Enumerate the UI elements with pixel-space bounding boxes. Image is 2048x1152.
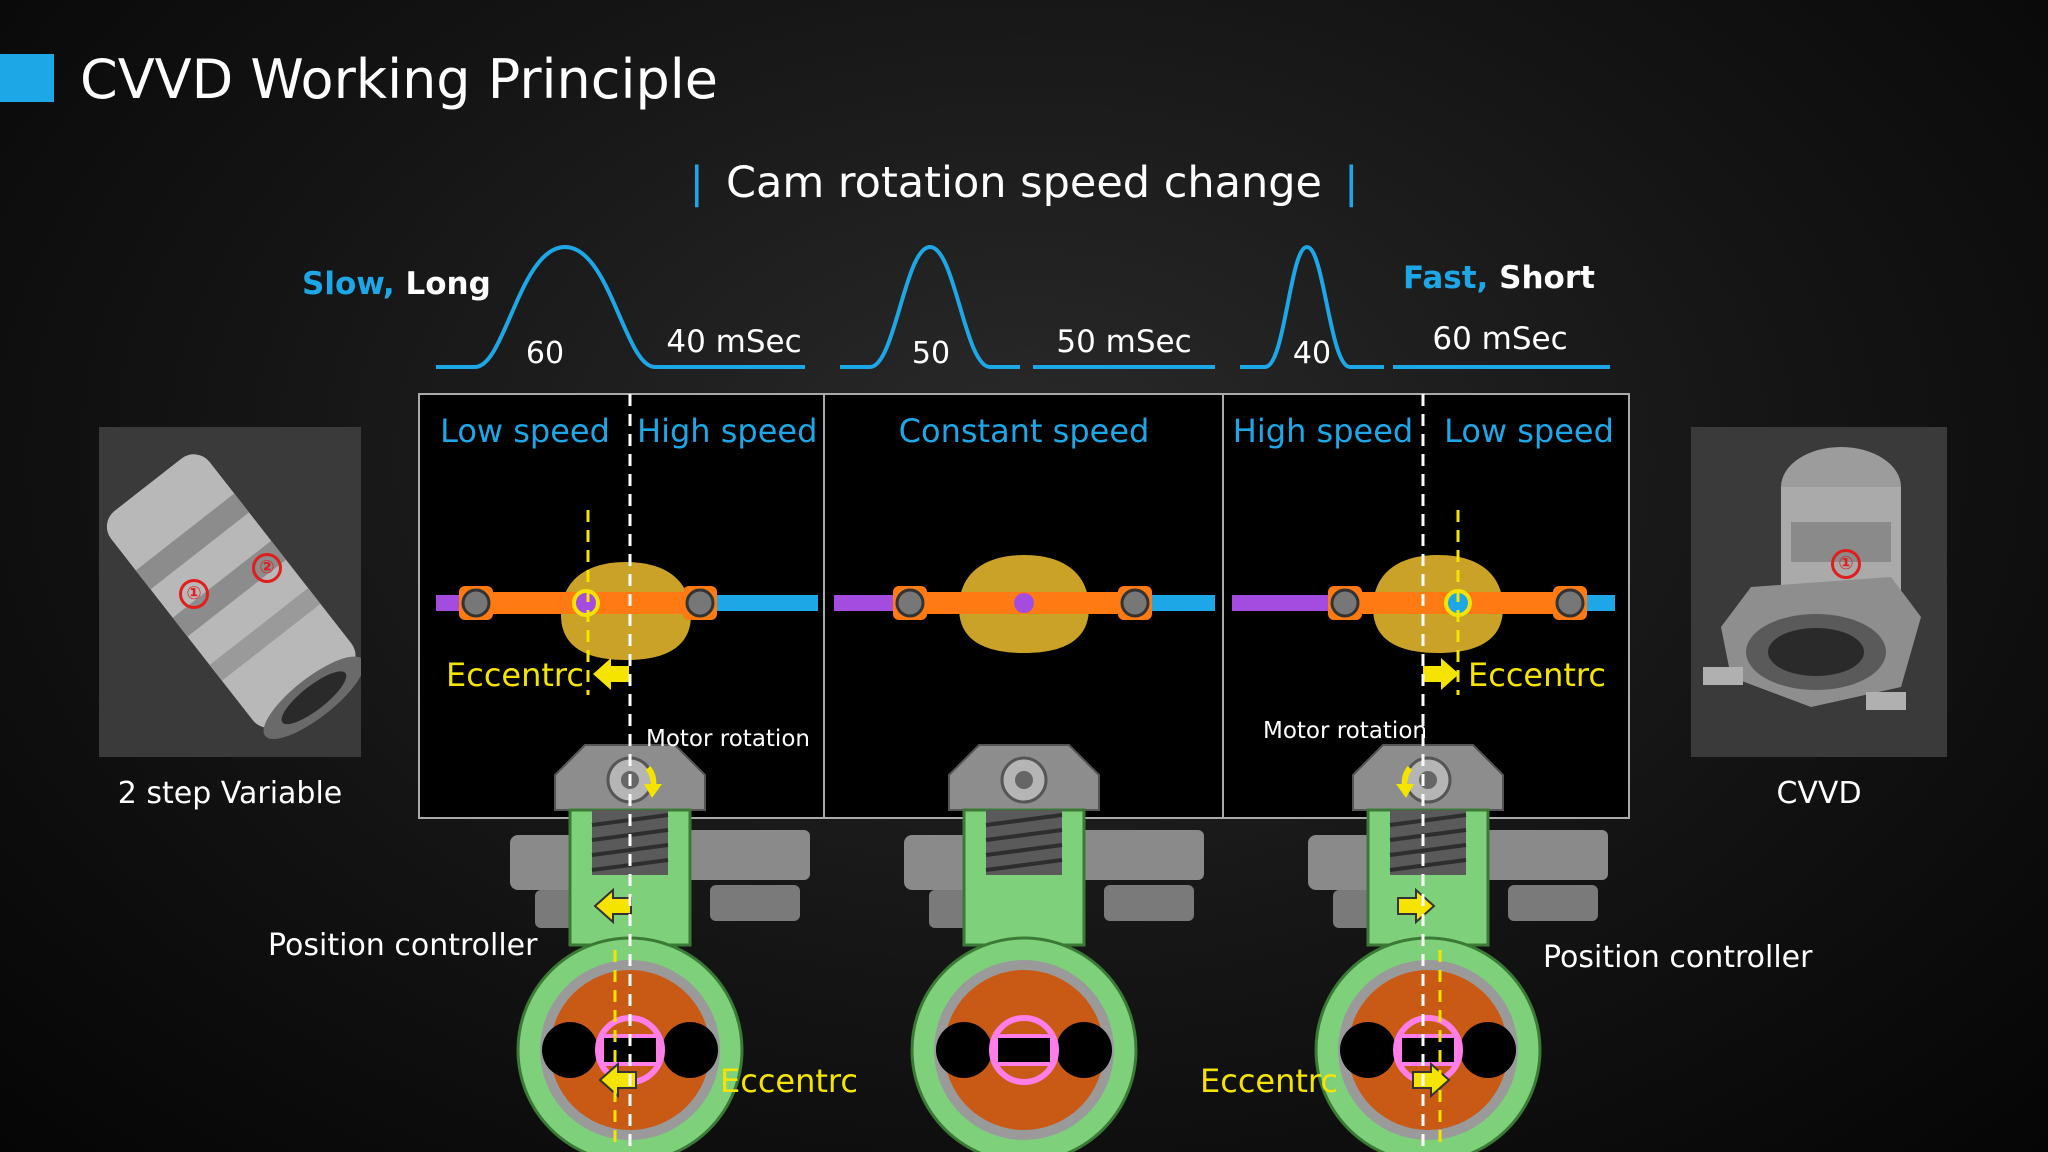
position-controller-label-right: Position controller bbox=[1543, 940, 1813, 975]
duration-label-2: 50 mSec bbox=[1056, 324, 1192, 360]
page-title: CVVD Working Principle bbox=[80, 48, 718, 111]
title-accent-square bbox=[0, 54, 54, 102]
subtitle-bar-left: | bbox=[689, 158, 704, 208]
speed-tag-left-speed: Slow, bbox=[302, 266, 395, 302]
pivot-icon bbox=[1326, 584, 1364, 622]
pivot-icon bbox=[891, 584, 929, 622]
speed-tag-left-length: Long bbox=[405, 266, 491, 302]
curve-value-2: 50 bbox=[911, 336, 951, 371]
panel-1-right-label: High speed bbox=[637, 412, 818, 450]
pivot-icon bbox=[457, 584, 495, 622]
pivot-icon bbox=[1116, 584, 1154, 622]
part-badge-1: ① bbox=[179, 579, 209, 609]
panel-2-mechanism bbox=[834, 555, 1215, 653]
eccentric-point bbox=[572, 589, 600, 617]
speed-tag-right: Fast, Short bbox=[1403, 260, 1595, 296]
part-badge-1-cvvd: ① bbox=[1831, 549, 1861, 579]
subtitle-text: Cam rotation speed change bbox=[725, 158, 1323, 208]
eccentric-label-panel-3: Eccentrc bbox=[1468, 656, 1606, 694]
cam-profile-curve-1 bbox=[436, 244, 672, 369]
motor-rotation-label-left: Motor rotation bbox=[646, 726, 810, 752]
speed-tag-right-length: Short bbox=[1499, 260, 1595, 296]
cam-profile-curve-3 bbox=[1240, 244, 1384, 369]
eccentric-label-bottom-right: Eccentrc bbox=[1200, 1062, 1338, 1100]
rotor-details bbox=[542, 1015, 1516, 1085]
two-step-variable-photo: ① ② bbox=[99, 427, 361, 757]
panel-3-mechanism bbox=[1232, 510, 1615, 695]
pivot-icon bbox=[1551, 584, 1589, 622]
panel-1-left-label: Low speed bbox=[440, 412, 610, 450]
motor-rotation-label-right: Motor rotation bbox=[1263, 718, 1427, 744]
panel-3-right-label: Low speed bbox=[1444, 412, 1614, 450]
subtitle: | Cam rotation speed change | bbox=[0, 158, 2048, 208]
curve-value-1: 60 bbox=[525, 336, 565, 371]
position-controller-label-left: Position controller bbox=[268, 928, 538, 963]
eccentric-point bbox=[1014, 593, 1034, 613]
eccentric-label-panel-1: Eccentrc bbox=[446, 656, 584, 694]
subtitle-bar-right: | bbox=[1344, 158, 1359, 208]
part-badge-2: ② bbox=[252, 553, 282, 583]
cam-profile-curve-2 bbox=[840, 244, 1020, 369]
panel-2-label: Constant speed bbox=[898, 412, 1150, 450]
panel-3-left-label: High speed bbox=[1232, 412, 1414, 450]
curve-value-3: 40 bbox=[1292, 336, 1332, 371]
speed-tag-right-speed: Fast, bbox=[1403, 260, 1489, 296]
cvvd-part-illustration bbox=[1691, 427, 1947, 757]
two-step-part-illustration bbox=[99, 427, 361, 757]
duration-label-1: 40 mSec bbox=[666, 324, 802, 360]
two-step-variable-label: 2 step Variable bbox=[117, 776, 343, 811]
pivot-icon bbox=[681, 584, 719, 622]
cvvd-label: CVVD bbox=[1776, 776, 1862, 811]
speed-tag-left: Slow, Long bbox=[302, 266, 491, 302]
eccentric-label-bottom-left: Eccentrc bbox=[720, 1062, 858, 1100]
duration-label-3: 60 mSec bbox=[1432, 321, 1568, 357]
panel-1-mechanism bbox=[436, 510, 818, 695]
cvvd-photo: ① bbox=[1691, 427, 1947, 757]
